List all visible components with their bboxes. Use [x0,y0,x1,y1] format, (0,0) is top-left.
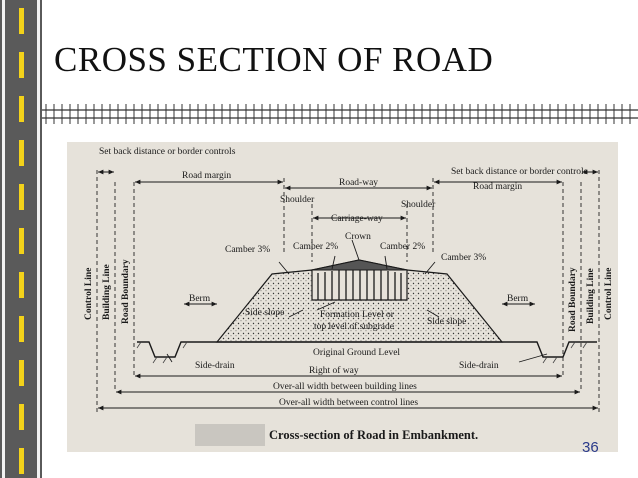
control-line-right-label: Control Line [604,268,614,320]
setback-label-left: Set back distance or border controls [99,147,236,157]
leader-lines [166,239,548,363]
pavement-layers [317,269,402,300]
camber-inner-left-label: Camber 2% [293,242,338,252]
camber-outer-left-label: Camber 3% [225,245,270,255]
cross-section-diagram: Set back distance or border controls Set… [84,147,614,446]
crown-surface [311,259,408,271]
road-boundary-right-label: Road Boundary [568,267,578,332]
ground-hatch [136,341,588,364]
reference-lines [96,170,600,412]
control-line-left-label: Control Line [84,268,94,320]
cross-section-figure: Set back distance or border controls Set… [67,142,618,452]
page-number: 36 [582,439,599,456]
figure-caption: Cross-section of Road in Embankment. [269,428,478,442]
shoulder-right-label: Shoulder [401,200,436,210]
building-line-right-label: Building Line [586,268,596,324]
side-drain-left-label: Side-drain [195,361,235,371]
dimension-arrows [98,169,598,411]
slide-title: CROSS SECTION OF ROAD [54,40,494,79]
lane-dash [19,316,24,342]
lane-dash [19,228,24,254]
camber-inner-right-label: Camber 2% [380,242,425,252]
road-margin-right-label: Road margin [473,182,522,192]
overall-control-width-label: Over-all width between control lines [279,398,418,408]
road-margin-left-label: Road margin [182,171,231,181]
side-slope-left-label: Side slope [245,308,284,318]
smudge [195,424,265,446]
berm-left-label: Berm [189,294,211,304]
side-slope-right-label: Side slope [427,317,466,327]
lane-dash [19,404,24,430]
original-ground-level-label: Original Ground Level [313,348,400,358]
road-strip-decoration [0,0,42,478]
lane-dash [19,272,24,298]
lane-dash [19,184,24,210]
road-edge-line [37,0,40,478]
lane-dash [19,360,24,386]
road-edge-line [2,0,5,478]
lane-dash [19,140,24,166]
lane-dash [19,52,24,78]
crown-label: Crown [345,232,371,242]
lane-dash [19,448,24,474]
lane-dash [19,8,24,34]
roadway-label: Road-way [339,178,378,188]
shoulder-left-label: Shoulder [280,195,315,205]
setback-label-right: Set back distance or border controls [451,167,588,177]
carriage-way-label: Carriage-way [331,214,383,224]
formation-level-label-1: Formation Level or [320,310,395,320]
lane-dash [19,96,24,122]
formation-level-label-2: top level of subgrade [314,321,394,332]
road-boundary-left-label: Road Boundary [121,259,131,324]
building-line-left-label: Building Line [102,264,112,320]
camber-outer-right-label: Camber 3% [441,253,486,263]
overall-building-width-label: Over-all width between building lines [273,382,417,392]
rail-divider [42,104,638,124]
berm-right-label: Berm [507,294,529,304]
right-of-way-label: Right of way [309,365,359,376]
side-drain-right-label: Side-drain [459,361,499,371]
